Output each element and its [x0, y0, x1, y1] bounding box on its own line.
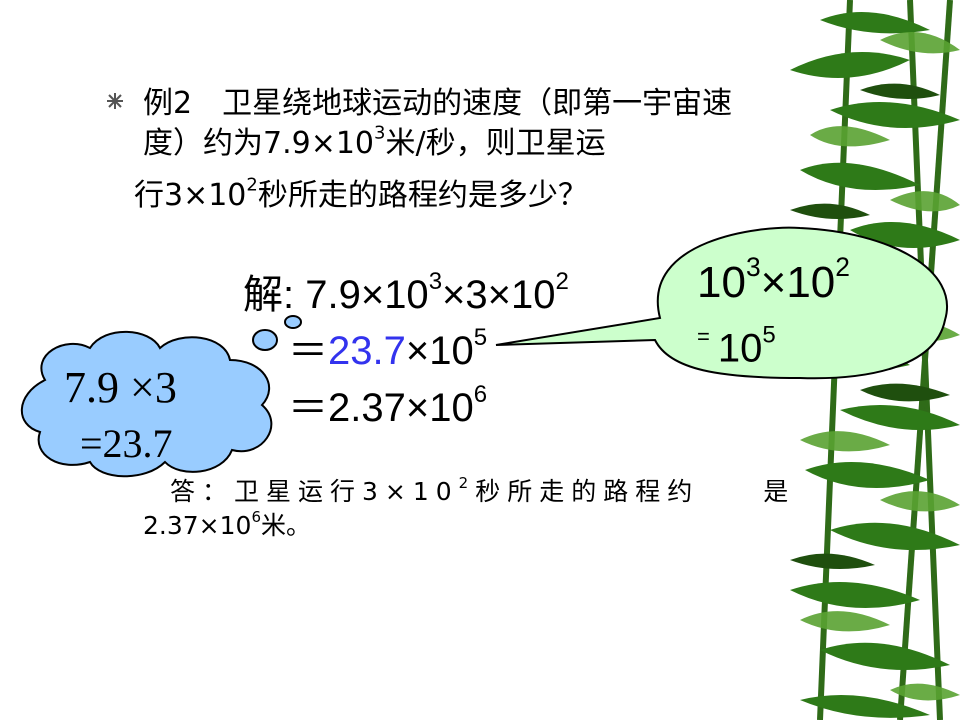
solution-step-3: ＝2.37×106: [288, 375, 487, 433]
solution-step-1-exp1: 3: [428, 267, 443, 295]
bubble-note-line-1-mid: ×10: [760, 258, 836, 307]
answer-line-1-exp: 2: [458, 474, 476, 492]
answer-line-1-post: 秒所走的路程约 是: [475, 477, 796, 506]
bubble-note-line-1-exp1: 3: [745, 251, 761, 282]
solution-step-3-exp: 6: [473, 380, 488, 408]
answer-line-2-pre: 2.37×10: [143, 511, 252, 540]
bubble-note-line-2-exp: 5: [762, 321, 776, 349]
bubble-note-line-1-pre: 10: [697, 258, 746, 307]
solution-step-2-exp: 5: [473, 323, 488, 351]
bubble-note-line-2-pre: 10: [717, 326, 763, 371]
bubble-note-line-1: 103×102: [697, 254, 850, 308]
bamboo-decoration: [790, 0, 960, 720]
bubble-note-line-2-eq: =: [697, 324, 710, 349]
question-line-2-exp: 3: [374, 122, 386, 144]
solution-step-3-pre: ＝2.37×10: [288, 386, 474, 430]
question-line-3-post: 秒所走的路程约是多少？: [257, 178, 588, 213]
question-line-2-post: 米/秒，则卫星运: [385, 126, 606, 161]
question-line-3-exp: 2: [246, 174, 258, 196]
question-line-1: 例2 卫星绕地球运动的速度（即第一宇宙速: [143, 86, 733, 121]
solution-step-1-pre: 解: 7.9×10: [243, 273, 429, 317]
solution-step-2-eq: ＝: [288, 329, 328, 373]
thought-bubble-medium: [252, 329, 278, 351]
cloud-note-line-1: 7.9 ×3: [64, 363, 177, 412]
solution-step-2: ＝23.7×105: [288, 318, 487, 376]
question-line-3-pre: 行3×10: [134, 178, 247, 213]
solution-step-1-mid: ×3×10: [442, 273, 556, 317]
cloud-note-line-2: =23.7: [80, 421, 173, 466]
question-line-3: 行3×102秒所走的路程约是多少？: [134, 170, 588, 214]
solution-step-2-value: 23.7: [328, 329, 406, 373]
answer-line-2: 2.37×106米。: [143, 506, 311, 542]
bubble-note-line-2: = 105: [697, 321, 776, 372]
bubble-note-line-1-exp2: 2: [835, 251, 850, 282]
question-line-2-pre: 度）约为7.9×10: [143, 126, 375, 161]
bullet-star-icon: [107, 93, 123, 109]
answer-line-1: 答：卫星运行3×102秒所走的路程约 是: [170, 472, 795, 508]
answer-line-2-post: 米。: [260, 511, 311, 540]
solution-step-2-rest: ×10: [405, 329, 474, 373]
solution-step-1: 解: 7.9×103×3×102: [243, 262, 569, 320]
question-line-2: 度）约为7.9×103米/秒，则卫星运: [143, 118, 606, 162]
answer-line-2-exp: 6: [251, 508, 261, 526]
solution-step-1-exp2: 2: [555, 267, 569, 295]
answer-line-1-pre: 答：卫星运行3×10: [170, 477, 459, 506]
